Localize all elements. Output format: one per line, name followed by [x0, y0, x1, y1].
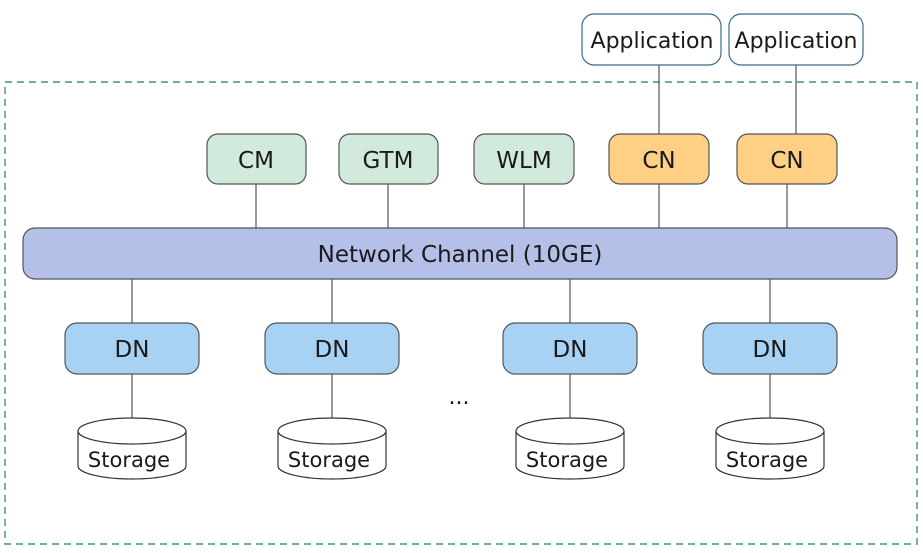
- dn-node: DN: [702, 322, 838, 375]
- gtm-node: GTM: [338, 133, 439, 185]
- cn-label: CN: [770, 148, 803, 174]
- dn-label: DN: [553, 337, 588, 363]
- wlm-label: WLM: [496, 148, 551, 174]
- cn-node: CN: [608, 133, 710, 185]
- application-label: Application: [591, 29, 714, 54]
- application-node: Application: [581, 13, 722, 66]
- cn-label: CN: [642, 148, 675, 174]
- storage-label: Storage: [88, 448, 170, 472]
- dn-node: DN: [264, 322, 400, 375]
- ellipsis-text: ...: [449, 385, 470, 410]
- storage-label: Storage: [526, 448, 608, 472]
- cluster-boundary: [4, 81, 918, 545]
- storage-cylinder: Storage: [515, 417, 625, 480]
- connector-lines: [131, 65, 797, 418]
- dn-label: DN: [115, 337, 150, 363]
- dn-label: DN: [753, 337, 788, 363]
- network-channel: Network Channel (10GE): [22, 227, 898, 280]
- storage-cylinder: Storage: [277, 417, 387, 480]
- cm-label: CM: [238, 148, 274, 174]
- storage-label: Storage: [288, 448, 370, 472]
- dn-node: DN: [502, 322, 638, 375]
- cn-node: CN: [736, 133, 838, 185]
- storage-label: Storage: [726, 448, 808, 472]
- wlm-node: WLM: [473, 133, 575, 185]
- gtm-label: GTM: [363, 148, 414, 174]
- dn-node: DN: [64, 322, 200, 375]
- application-label: Application: [735, 29, 858, 54]
- dn-label: DN: [315, 337, 350, 363]
- cm-node: CM: [206, 133, 307, 185]
- network-channel-label: Network Channel (10GE): [318, 242, 603, 268]
- storage-cylinder: Storage: [715, 417, 825, 480]
- application-node: Application: [728, 13, 864, 66]
- storage-cylinder: Storage: [77, 417, 187, 480]
